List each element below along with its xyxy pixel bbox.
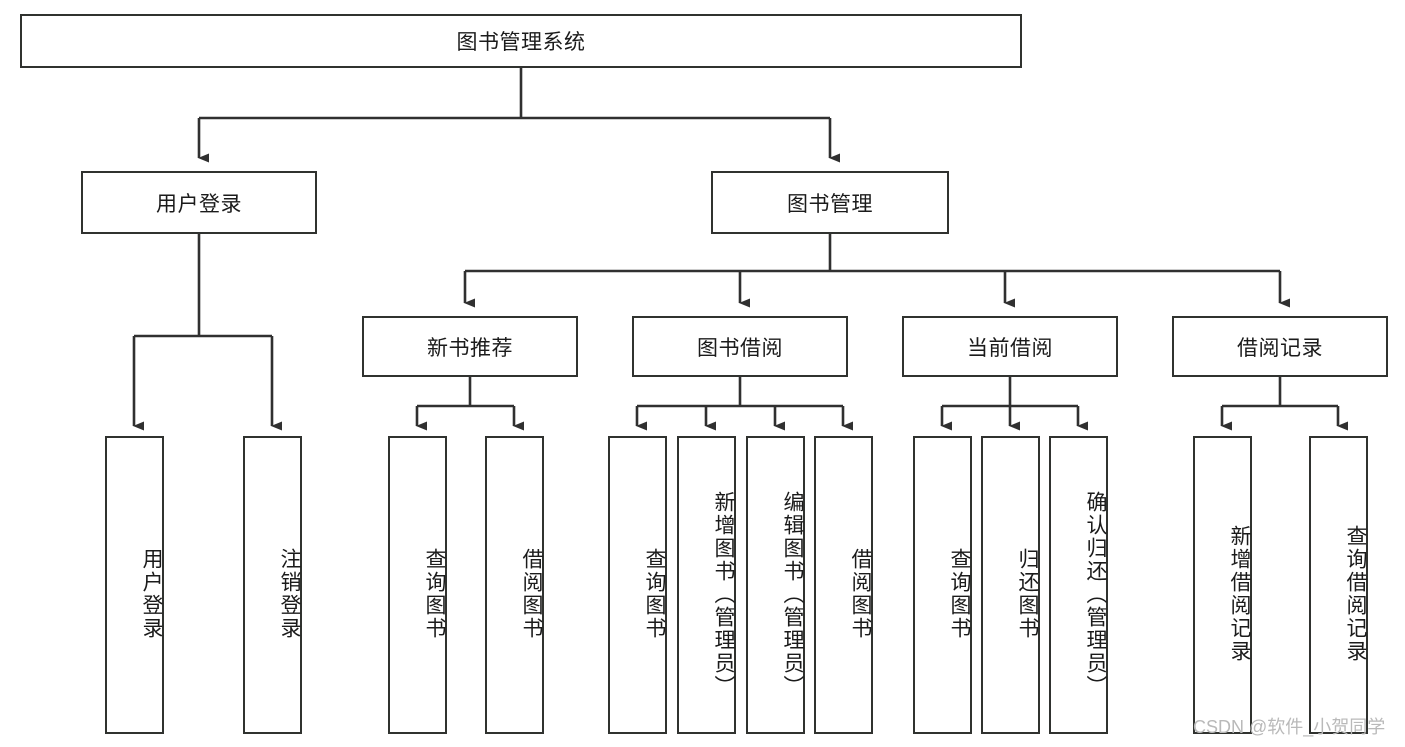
node-leaf-query-record[interactable]: 查询借阅记录 [1309,436,1368,734]
node-borrow-records[interactable]: 借阅记录 [1172,316,1388,377]
node-leaf-add-record[interactable]: 新增借阅记录 [1193,436,1252,734]
node-leaf-query-book-borrow[interactable]: 查询图书 [608,436,667,734]
node-user-login-label: 用户登录 [156,192,242,216]
node-leaf-user-logout-label: 注销登录 [278,548,301,640]
node-book-borrow-label: 图书借阅 [697,336,783,360]
node-leaf-add-book[interactable]: 新增图书（管理员） [677,436,736,734]
csdn-watermark: CSDN @软件_小贺同学 [1193,717,1386,737]
node-new-book-recommend-label: 新书推荐 [427,336,513,360]
node-user-login[interactable]: 用户登录 [81,171,317,234]
node-root[interactable]: 图书管理系统 [20,14,1022,68]
node-leaf-return-book-label: 归还图书 [1016,548,1039,640]
node-leaf-confirm-return[interactable]: 确认归还（管理员） [1049,436,1108,734]
node-leaf-add-book-label: 新增图书（管理员） [712,490,735,698]
node-current-borrow[interactable]: 当前借阅 [902,316,1118,377]
node-leaf-query-record-label: 查询借阅记录 [1344,525,1367,663]
node-leaf-query-book-newbook[interactable]: 查询图书 [388,436,447,734]
node-leaf-edit-book[interactable]: 编辑图书（管理员） [746,436,805,734]
node-new-book-recommend[interactable]: 新书推荐 [362,316,578,377]
node-leaf-borrow-book-newbook-label: 借阅图书 [520,548,543,640]
node-borrow-records-label: 借阅记录 [1237,336,1323,360]
node-leaf-query-book-current-label: 查询图书 [948,548,971,640]
node-leaf-query-book-current[interactable]: 查询图书 [913,436,972,734]
node-leaf-edit-book-label: 编辑图书（管理员） [781,490,804,698]
node-leaf-query-book-borrow-label: 查询图书 [643,548,666,640]
node-leaf-user-login[interactable]: 用户登录 [105,436,164,734]
node-leaf-borrow-book-borrow[interactable]: 借阅图书 [814,436,873,734]
node-leaf-borrow-book-borrow-label: 借阅图书 [849,548,872,640]
node-book-management[interactable]: 图书管理 [711,171,949,234]
node-root-label: 图书管理系统 [456,31,586,54]
node-book-management-label: 图书管理 [787,192,873,216]
node-leaf-return-book[interactable]: 归还图书 [981,436,1040,734]
node-leaf-query-book-newbook-label: 查询图书 [423,548,446,640]
node-leaf-confirm-return-label: 确认归还（管理员） [1084,490,1107,698]
node-leaf-borrow-book-newbook[interactable]: 借阅图书 [485,436,544,734]
node-current-borrow-label: 当前借阅 [967,336,1053,360]
node-book-borrow[interactable]: 图书借阅 [632,316,848,377]
node-leaf-add-record-label: 新增借阅记录 [1228,525,1251,663]
node-leaf-user-logout[interactable]: 注销登录 [243,436,302,734]
node-leaf-user-login-label: 用户登录 [140,548,163,640]
